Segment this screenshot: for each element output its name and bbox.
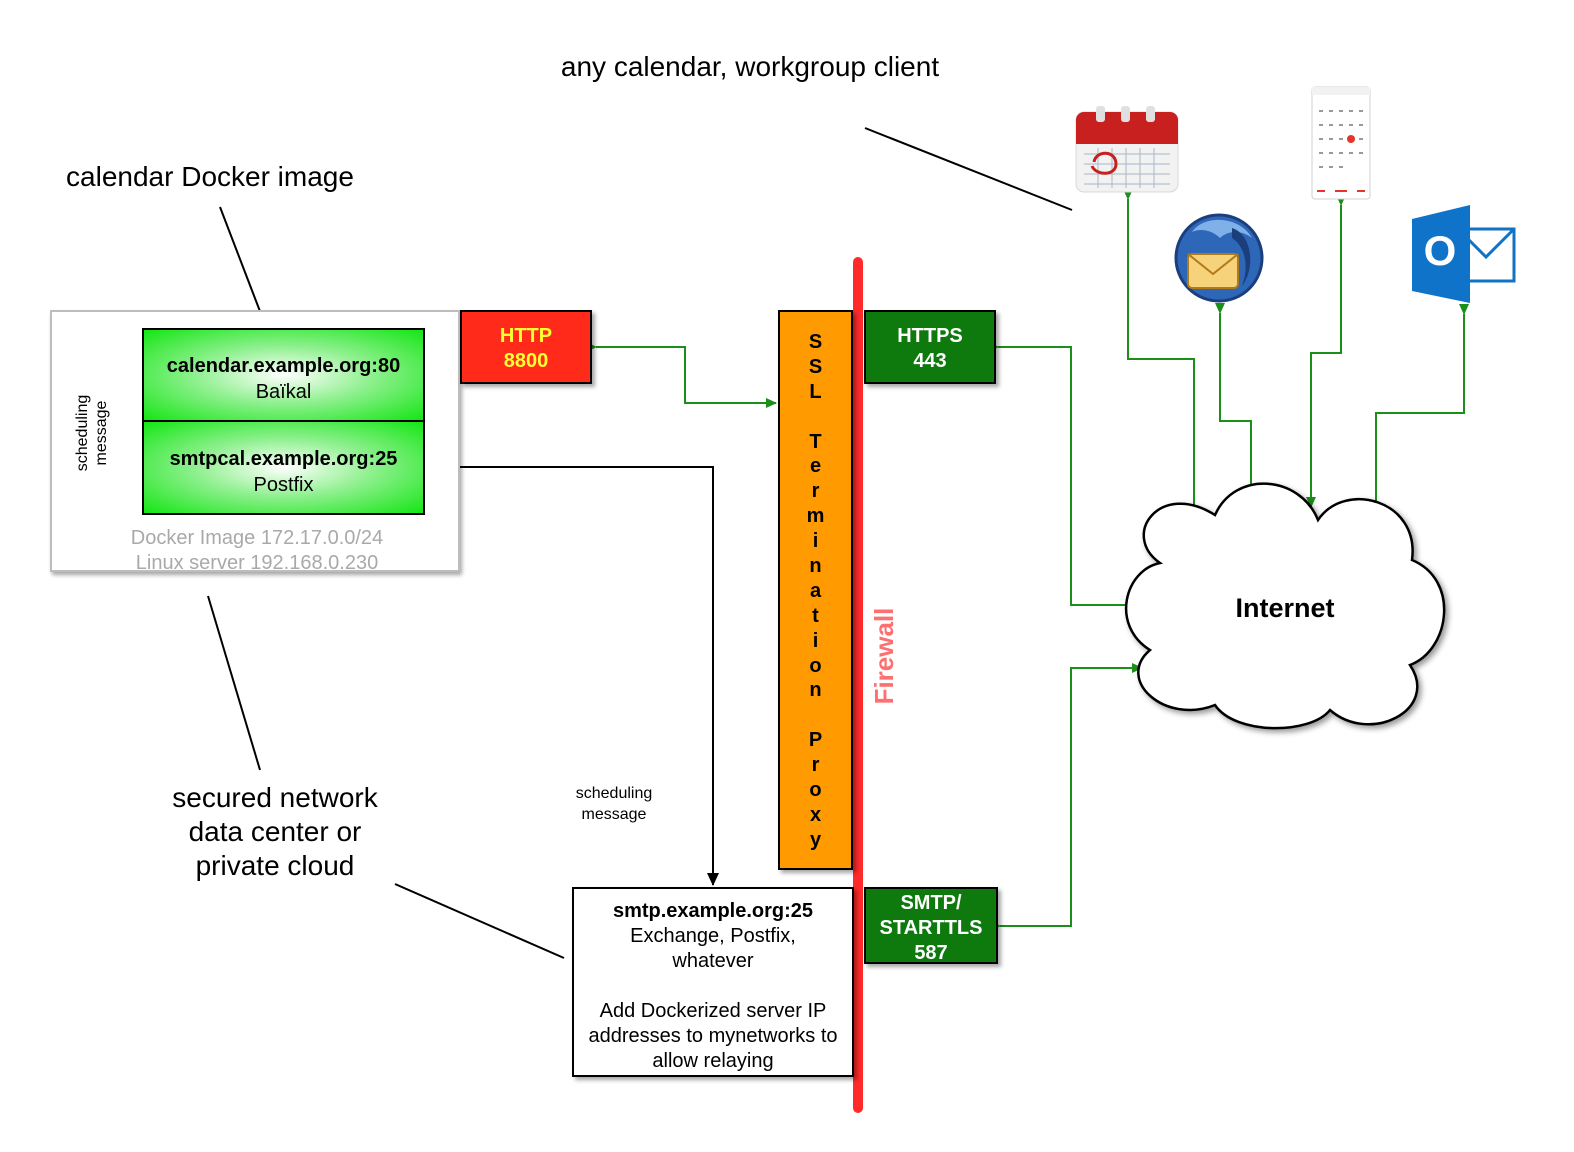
smtpcal-to-smtp-arrow (424, 466, 719, 886)
client-note-leader (864, 127, 1073, 211)
smtp-note-1: Add Dockerized server IP (599, 1000, 827, 1022)
ios-calendar-internet-arrow (1306, 195, 1346, 508)
smtp-internet-arrow (990, 663, 1143, 931)
internet-cloud (1124, 482, 1446, 730)
firewall-label: Firewall (869, 607, 899, 705)
thunderbird-icon (1174, 213, 1264, 303)
ios-calendar-icon (1311, 86, 1371, 200)
network-note-leader-2 (394, 883, 565, 959)
network-note: secured network data center or private c… (172, 782, 378, 881)
outlook-letter: O (1423, 227, 1457, 274)
http-proto: HTTP (499, 325, 553, 347)
smtp-port-number: 587 (914, 942, 948, 964)
smtp-software-1: Exchange, Postfix, (630, 925, 796, 947)
smtp-server-box: smtp.example.org:25 Exchange, Postfix, w… (572, 887, 854, 1077)
smtpcal-host: smtpcal.example.org:25 (169, 448, 398, 470)
thunderbird-internet-arrow (1215, 303, 1256, 501)
calendar-software: Baïkal (255, 381, 312, 403)
docker-note: calendar Docker image (66, 161, 354, 192)
scheduling-label-left: scheduling message (74, 394, 110, 472)
smtpcal-service-box: smtpcal.example.org:25 Postfix (142, 420, 425, 515)
internet-label: Internet (1235, 593, 1335, 623)
https-internet-arrow (988, 342, 1143, 610)
http-proxy-arrow (586, 342, 777, 408)
scheduling-label-mid: scheduling message (575, 785, 653, 823)
outlook-internet-arrow (1371, 304, 1469, 517)
https-port-box: HTTPS 443 (864, 310, 996, 384)
mac-calendar-icon (1075, 106, 1179, 193)
smtp-note-3: allow relaying (652, 1050, 774, 1072)
smtp-software-2: whatever (672, 950, 754, 972)
http-port-box: HTTP 8800 (460, 310, 592, 384)
network-note-leader-1 (207, 595, 261, 771)
client-note: any calendar, workgroup client (560, 51, 940, 82)
calendar-service-box: calendar.example.org:80 Baïkal (142, 328, 425, 422)
smtp-port-box: SMTP/ STARTTLS 587 (864, 887, 998, 964)
https-port-number: 443 (913, 350, 947, 372)
http-port-number: 8800 (503, 350, 549, 372)
smtp-host: smtp.example.org:25 (612, 900, 814, 922)
ical-internet-arrow (1123, 189, 1199, 520)
smtpcal-software: Postfix (253, 474, 314, 496)
smtp-proto-starttls: STARTTLS (879, 917, 983, 939)
smtp-note-2: addresses to mynetworks to (588, 1025, 838, 1047)
outlook-icon (1412, 205, 1516, 303)
https-proto: HTTPS (897, 325, 963, 347)
docker-note-leader (219, 206, 267, 328)
calendar-host: calendar.example.org:80 (166, 355, 401, 377)
docker-image-label: Docker Image 172.17.0.0/24 (130, 527, 384, 549)
linux-server-label: Linux server 192.168.0.230 (135, 552, 379, 574)
smtp-proto: SMTP/ (900, 892, 962, 914)
